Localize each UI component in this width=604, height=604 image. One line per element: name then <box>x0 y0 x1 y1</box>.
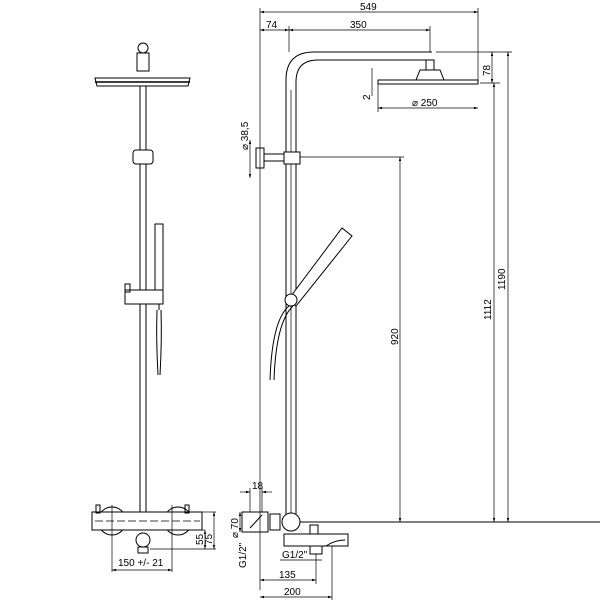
dim-head-thickness: 2 <box>362 94 373 100</box>
dim-riser-diameter: ⌀ 38,5 <box>240 121 251 150</box>
head-finial <box>137 42 149 54</box>
dim-wall-offset: 74 <box>266 20 278 31</box>
dim-head-bottom-height: 1112 <box>483 299 494 320</box>
side-hose <box>269 305 294 381</box>
side-hand-shower <box>287 227 353 307</box>
dim-total-height: 1190 <box>497 268 508 290</box>
dim-slider-height: 920 <box>390 328 401 345</box>
dim-inlet-thread: G1/2" <box>238 542 249 568</box>
side-view: 549 74 350 78 2 ⌀ 250 ⌀ 38,5 920 1112 11… <box>230 2 600 600</box>
dim-wall-plate-depth: 18 <box>252 481 264 492</box>
dim-spout-projection: 200 <box>284 587 301 598</box>
side-shower-head <box>377 79 479 85</box>
bath-spout <box>283 533 349 547</box>
dim-spout-offset: 135 <box>279 570 296 581</box>
side-riser-arm <box>285 51 432 520</box>
dim-spout-thread: G1/2" <box>282 550 308 561</box>
head-connector <box>136 52 150 72</box>
dim-head-diameter: ⌀ 250 <box>412 98 438 109</box>
dim-inlet-spacing: 150 +/- 21 <box>118 558 164 569</box>
side-head-connector <box>425 59 435 71</box>
side-mixer <box>281 512 301 532</box>
dim-arm-length: 350 <box>350 20 367 31</box>
dim-total-width: 549 <box>360 2 377 13</box>
front-slider-top <box>132 149 154 165</box>
front-hand-shower <box>154 223 164 291</box>
dim-head-height: 78 <box>482 64 493 76</box>
dim-mixer-height-2: 75 <box>204 533 215 545</box>
dim-wall-plate-diameter: ⌀ 70 <box>230 518 241 538</box>
front-holder <box>124 289 164 305</box>
side-slider <box>283 151 301 165</box>
front-view: 55 75 150 +/- 21 <box>91 42 216 572</box>
front-outlet <box>135 532 151 548</box>
dim-mixer-height-1: 55 <box>195 533 206 545</box>
